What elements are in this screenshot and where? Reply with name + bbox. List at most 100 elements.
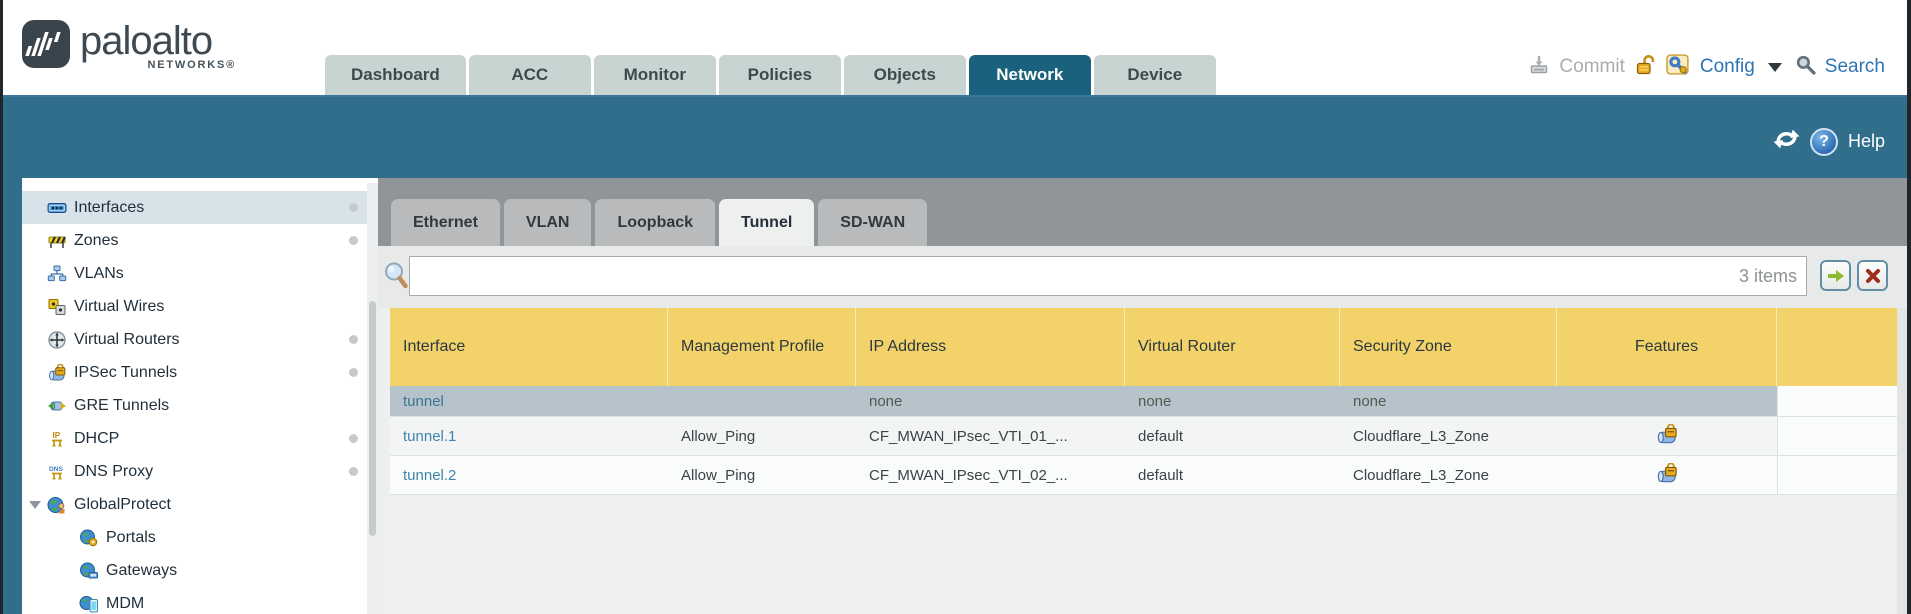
sidebar-item-ipsec-tunnels[interactable]: IPSec Tunnels <box>22 356 378 389</box>
expand-caret-icon[interactable] <box>29 500 41 509</box>
column-header-management-profile[interactable]: Management Profile <box>668 308 856 386</box>
sidebar-item-virtual-routers[interactable]: Virtual Routers <box>22 323 378 356</box>
virtual-routers-icon <box>47 330 67 349</box>
ip-address-cell: CF_MWAN_IPsec_VTI_02_... <box>856 456 1125 494</box>
utility-icons: ? Help <box>1773 127 1885 156</box>
search-button[interactable]: Search <box>1824 56 1885 77</box>
subtab-loopback[interactable]: Loopback <box>595 199 716 246</box>
column-header-features[interactable]: Features <box>1557 308 1777 386</box>
security-zone-cell: Cloudflare_L3_Zone <box>1340 417 1557 455</box>
left-accent-strip <box>0 178 22 614</box>
brand-text: paloalto NETWORKS® <box>80 18 236 75</box>
mdm-icon <box>79 595 99 613</box>
interface-cell[interactable]: tunnel.2 <box>390 456 668 494</box>
content-area: Ethernet VLAN Loopback Tunnel SD-WAN 3 i… <box>378 178 1907 614</box>
sidebar-item-globalprotect[interactable]: GlobalProtect <box>22 488 378 521</box>
apply-filter-button[interactable] <box>1820 260 1851 291</box>
virtual-router-cell: default <box>1125 456 1340 494</box>
lock-icon[interactable] <box>1634 53 1657 82</box>
column-header-virtual-router[interactable]: Virtual Router <box>1125 308 1340 386</box>
subtab-vlan[interactable]: VLAN <box>503 199 592 246</box>
column-header-security-zone[interactable]: Security Zone <box>1340 308 1557 386</box>
sidebar-item-vlans[interactable]: VLANs <box>22 257 378 290</box>
row-spacer-cell <box>1777 456 1897 494</box>
column-header-spacer <box>1777 308 1897 386</box>
table-row[interactable]: tunnel.2 Allow_Ping CF_MWAN_IPsec_VTI_02… <box>390 456 1897 495</box>
sidebar-item-label: IPSec Tunnels <box>74 363 178 381</box>
sidebar-item-dhcp[interactable]: IP DHCP <box>22 422 378 455</box>
filter-row: 3 items <box>378 246 1907 308</box>
paloalto-logo-icon <box>22 18 70 75</box>
interface-cell[interactable]: tunnel.1 <box>390 417 668 455</box>
sidebar-item-label: DHCP <box>74 429 120 447</box>
management-profile-cell: Allow_Ping <box>668 417 856 455</box>
refresh-icon[interactable] <box>1773 127 1800 156</box>
features-cell <box>1557 417 1777 455</box>
help-label[interactable]: Help <box>1847 131 1885 151</box>
tab-policies[interactable]: Policies <box>718 55 841 95</box>
dns-proxy-icon: DNS <box>47 463 67 481</box>
ipsec-tunnels-icon <box>47 363 67 382</box>
sidebar-item-dns-proxy[interactable]: DNS DNS Proxy <box>22 455 378 488</box>
header-divider <box>0 95 1911 97</box>
sidebar-item-gre-tunnels[interactable]: GRE Tunnels <box>22 389 378 422</box>
tunnel-interfaces-table: Interface Management Profile IP Address … <box>390 308 1897 495</box>
status-dot <box>349 467 358 476</box>
status-dot <box>349 236 358 245</box>
sidebar-item-mdm[interactable]: MDM <box>22 587 378 614</box>
filter-input-box: 3 items <box>409 256 1807 296</box>
sidebar-scrollbar[interactable] <box>367 183 378 614</box>
tab-acc[interactable]: ACC <box>468 55 591 95</box>
help-icon[interactable]: ? <box>1809 127 1838 156</box>
red-x-icon <box>1865 268 1880 283</box>
main-nav-tabs: Dashboard ACC Monitor Policies Objects N… <box>325 55 1216 95</box>
interfaces-icon <box>47 199 67 217</box>
sidebar-item-label: Virtual Routers <box>74 330 180 348</box>
tab-device[interactable]: Device <box>1093 55 1216 95</box>
filter-input[interactable] <box>410 256 1739 296</box>
interface-cell[interactable]: tunnel <box>390 386 668 416</box>
table-row[interactable]: tunnel none none none <box>390 386 1897 417</box>
column-header-ip-address[interactable]: IP Address <box>856 308 1125 386</box>
tab-monitor[interactable]: Monitor <box>593 55 716 95</box>
config-dropdown-caret-icon[interactable] <box>1767 62 1782 72</box>
ip-address-cell: CF_MWAN_IPsec_VTI_01_... <box>856 417 1125 455</box>
tab-dashboard[interactable]: Dashboard <box>325 55 466 95</box>
config-icon[interactable] <box>1666 53 1691 81</box>
subtab-sdwan[interactable]: SD-WAN <box>818 199 928 246</box>
brand-tagline: NETWORKS® <box>147 59 236 71</box>
sidebar-item-virtual-wires[interactable]: Virtual Wires <box>22 290 378 323</box>
ipsec-lock-icon <box>1655 423 1679 449</box>
config-button[interactable]: Config <box>1699 56 1755 77</box>
table-row[interactable]: tunnel.1 Allow_Ping CF_MWAN_IPsec_VTI_01… <box>390 417 1897 456</box>
ipsec-lock-icon <box>1655 462 1679 488</box>
sidebar-item-label: GlobalProtect <box>74 495 171 513</box>
portals-icon <box>79 529 99 547</box>
subtab-tunnel[interactable]: Tunnel <box>719 199 815 246</box>
sidebar-item-zones[interactable]: Zones <box>22 224 378 257</box>
sidebar-item-interfaces[interactable]: Interfaces <box>22 191 378 224</box>
search-icon[interactable] <box>1795 54 1816 80</box>
commit-button[interactable]: Commit <box>1559 56 1625 77</box>
ip-address-cell: none <box>856 386 1125 416</box>
sidebar-scrollbar-thumb[interactable] <box>369 301 376 536</box>
sidebar-item-label: Gateways <box>106 561 178 579</box>
network-sidebar: Interfaces Zones <box>22 178 378 614</box>
sidebar-item-label: GRE Tunnels <box>74 396 170 414</box>
status-dot <box>349 368 358 377</box>
clear-filter-button[interactable] <box>1857 260 1888 291</box>
sidebar-item-gateways[interactable]: Gateways <box>22 554 378 587</box>
sidebar-item-label: Interfaces <box>74 198 145 216</box>
sidebar-item-label: DNS Proxy <box>74 462 154 480</box>
zones-icon <box>47 232 67 250</box>
table-scrollbar[interactable] <box>1897 308 1907 614</box>
commit-icon[interactable] <box>1528 54 1550 81</box>
column-header-interface[interactable]: Interface <box>390 308 668 386</box>
gateways-icon <box>79 562 99 580</box>
subtab-ethernet[interactable]: Ethernet <box>391 199 500 246</box>
tab-objects[interactable]: Objects <box>843 55 966 95</box>
virtual-router-cell: default <box>1125 417 1340 455</box>
sidebar-item-portals[interactable]: Portals <box>22 521 378 554</box>
tab-network[interactable]: Network <box>968 55 1091 95</box>
